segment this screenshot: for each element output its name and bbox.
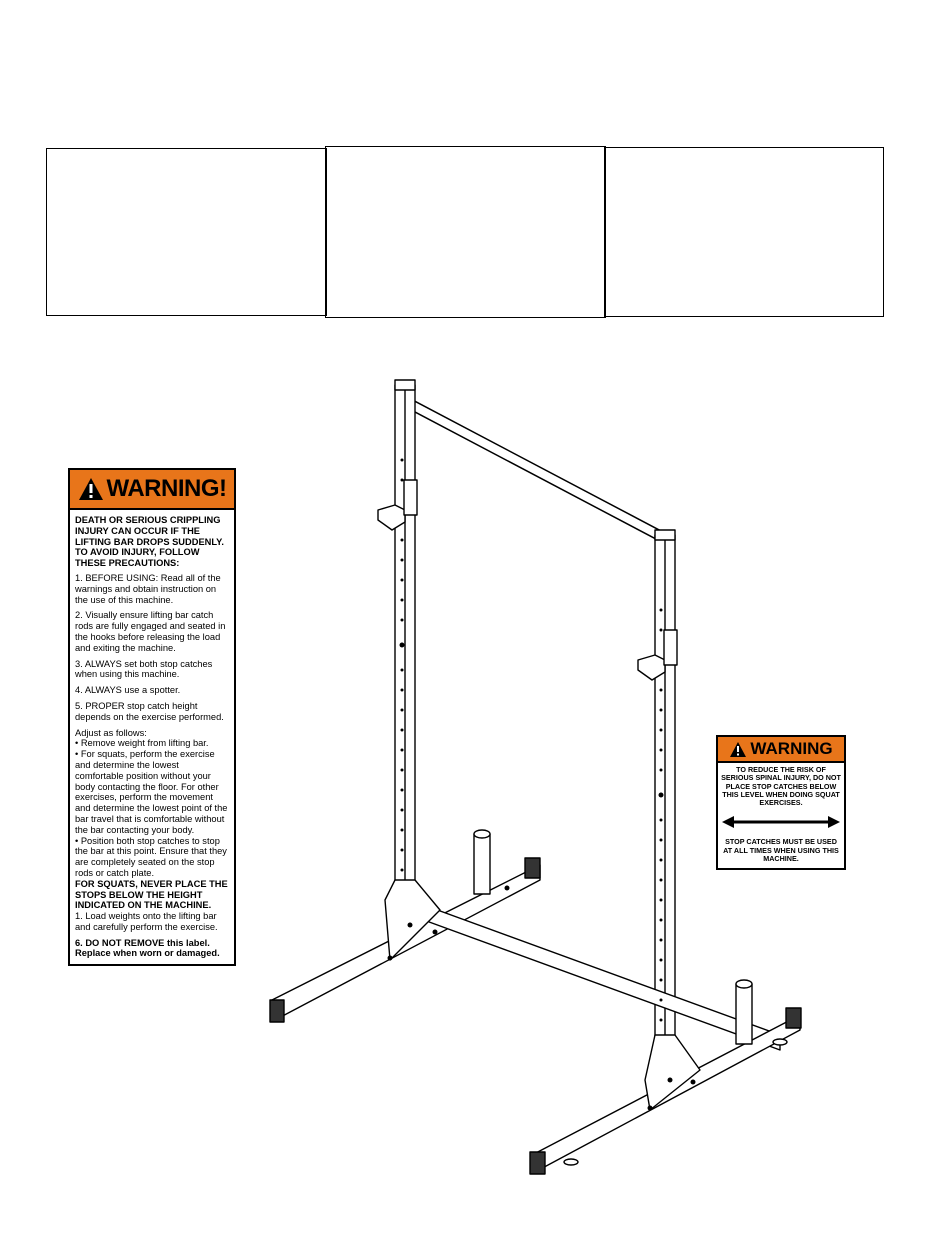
warning-step-3: 3. ALWAYS set both stop catches when usi… [75, 658, 213, 680]
warning-label-small: WARNING TO REDUCE THE RISK OF SERIOUS SP… [716, 735, 846, 870]
adjust-bullet-2: For squats, perform the exercise and det… [75, 749, 230, 835]
header-table [46, 146, 884, 318]
warning-triangle-icon [730, 741, 747, 757]
double-arrow-icon [722, 816, 840, 829]
warning-lead: DEATH OR SERIOUS CRIPPLING INJURY CAN OC… [75, 515, 224, 569]
adjust-bullet-3: Position both stop catches to stop the b… [75, 836, 230, 879]
warning-step-5: 5. PROPER stop catch height depends on t… [75, 700, 224, 722]
adjust-heading: Adjust as follows: [75, 727, 147, 738]
warning-step-4: 4. ALWAYS use a spotter. [75, 685, 181, 696]
warning-title: WARNING! [106, 475, 227, 502]
header-cell-1 [46, 148, 327, 316]
warning-label-large: WARNING! DEATH OR SERIOUS CRIPPLING INJU… [68, 468, 236, 966]
warning-small-footer: STOP CATCHES MUST BE USED AT ALL TIMES W… [723, 837, 839, 864]
header-cell-2 [325, 146, 606, 318]
warning-header: WARNING! [70, 470, 234, 510]
squat-warning: FOR SQUATS, NEVER PLACE THE STOPS BELOW … [75, 878, 228, 911]
header-cell-3 [604, 147, 884, 317]
load-step: 1. Load weights onto the lifting bar and… [75, 911, 218, 932]
warning-small-text: TO REDUCE THE RISK OF SERIOUS SPINAL INJ… [721, 765, 841, 808]
warning-small-header: WARNING [718, 737, 844, 763]
adjust-bullet-1: Remove weight from lifting bar. [75, 738, 230, 749]
final-step: 6. DO NOT REMOVE this label. Replace whe… [75, 937, 220, 959]
warning-step-2: 2. Visually ensure lifting bar catch rod… [75, 610, 226, 653]
warning-triangle-icon [78, 478, 103, 500]
warning-step-1: 1. BEFORE USING: Read all of the warning… [75, 572, 221, 605]
squat-rack-illustration [269, 379, 802, 1175]
warning-small-title: WARNING [750, 739, 833, 758]
